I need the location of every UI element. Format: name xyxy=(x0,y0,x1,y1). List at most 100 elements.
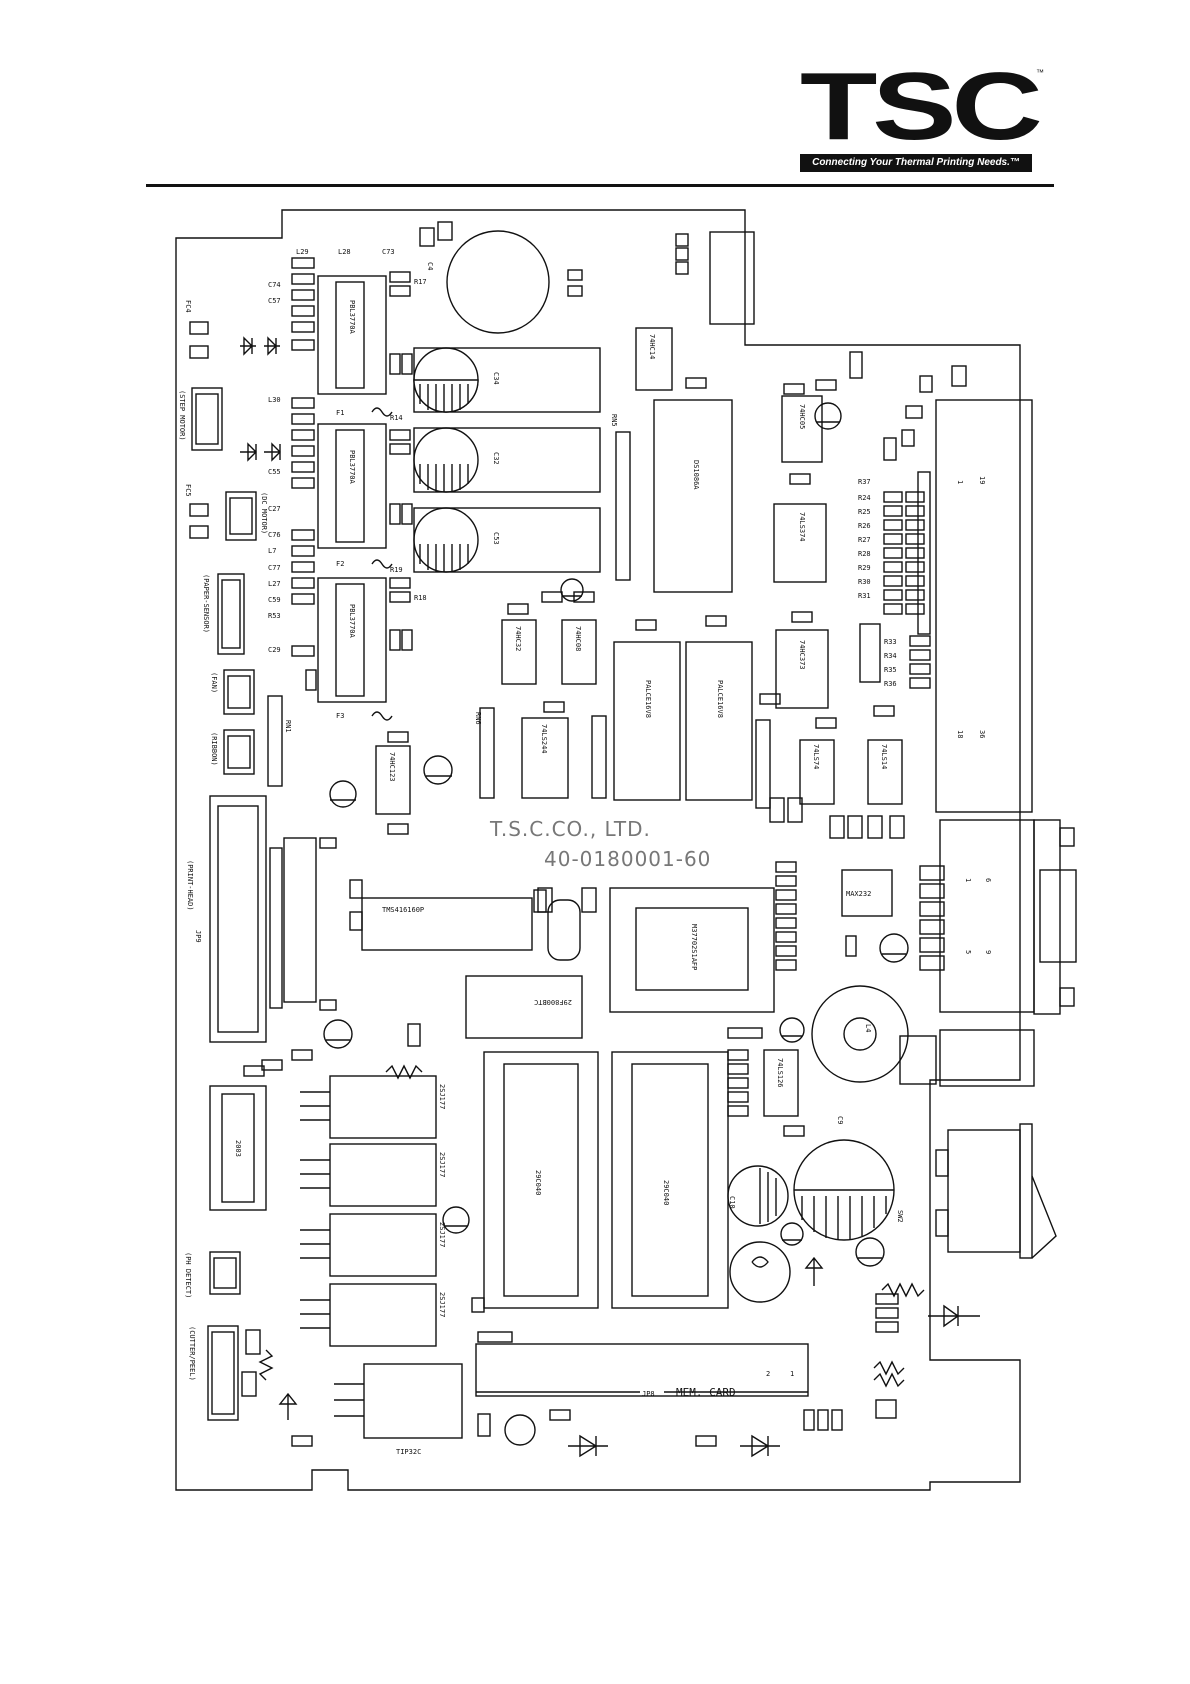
ic-u3 xyxy=(773,503,827,583)
component-label: 74HC32 xyxy=(514,626,522,651)
component-label: 74LS126 xyxy=(776,1058,784,1088)
component-label: 1 xyxy=(790,1370,794,1378)
ic-u16 xyxy=(483,1051,599,1309)
ic-u22 xyxy=(317,423,387,549)
component-label: (RIBBON) xyxy=(210,732,218,766)
component-label: TMS416160P xyxy=(382,906,424,914)
component-label: JP8 xyxy=(642,1390,655,1398)
ic-u2 xyxy=(775,629,829,709)
component-label: (PRINT-HEAD) xyxy=(186,860,194,911)
component-label: C77 xyxy=(268,564,281,572)
component-label: RN1 xyxy=(284,720,292,733)
board-outline xyxy=(175,209,1021,1491)
header-rule xyxy=(146,184,1054,187)
component-label: SW2 xyxy=(896,1210,904,1223)
component-label: 18 xyxy=(956,730,964,738)
component-label: R36 xyxy=(884,680,897,688)
conn-jp9: JP9 (PRINT-HEAD) xyxy=(186,795,337,1043)
component-label: L27 xyxy=(268,580,281,588)
component-label: L7 xyxy=(268,547,276,555)
component-label: C57 xyxy=(268,297,281,305)
component-label: C73 xyxy=(382,248,395,256)
logo-trademark: ™ xyxy=(1036,68,1044,77)
component-label: 74HC123 xyxy=(388,752,396,782)
component-label: F2 xyxy=(336,560,344,568)
power-section: L4 C9 C10 xyxy=(727,985,909,1303)
component-label: R30 xyxy=(858,578,871,586)
component-label: (FAN) xyxy=(210,672,218,693)
connectors-bottom-left: (PH DETECT) (CUTTER/PEEL) xyxy=(184,1251,298,1421)
component-label: 36 xyxy=(978,730,986,738)
tsc-logo: TSC ™ Connecting Your Thermal Printing N… xyxy=(800,59,1045,174)
ic-u13 xyxy=(781,395,823,463)
component-label: 74HC14 xyxy=(648,334,656,359)
component-label: C10 xyxy=(728,1196,736,1209)
component-label: L30 xyxy=(268,396,281,404)
conn-jp8: JP8 1 2 xyxy=(475,1343,809,1398)
component-label: (PAPER-SENSOR) xyxy=(202,574,210,633)
component-label: PALCE16V8 xyxy=(644,680,652,718)
component-label: 74HC05 xyxy=(798,404,806,429)
conn-jp12: 19 36 18 1 xyxy=(935,399,1033,813)
component-label: 2 xyxy=(766,1370,770,1378)
component-label: C53 xyxy=(492,532,500,545)
component-label: FC4 xyxy=(184,300,192,313)
power-transistors: 2SJ177 2SJ177 2SJ177 2SJ177 TIP32C xyxy=(300,1075,463,1456)
switch-sw1: SW2 xyxy=(896,1123,1057,1259)
component-label: R33 xyxy=(884,638,897,646)
component-label: C32 xyxy=(492,452,500,465)
ic-u6 xyxy=(613,641,681,801)
serial-connector: MAX232 6 9 1 5 xyxy=(841,819,1077,1087)
ic-u25 xyxy=(611,1051,729,1309)
component-label: FC5 xyxy=(184,484,192,497)
component-label: 2SJ177 xyxy=(438,1222,446,1247)
u22-part: PBL3770A xyxy=(348,450,356,485)
component-label: DS1086A xyxy=(692,460,700,490)
component-label: C34 xyxy=(492,372,500,385)
component-label: C29 xyxy=(268,646,281,654)
ic-u19 xyxy=(799,739,835,805)
component-label: 2SJ177 xyxy=(438,1084,446,1109)
component-label: M37702S1AFP xyxy=(690,924,698,970)
ic-u20: 2003 xyxy=(209,1085,267,1211)
component-label: 74HC08 xyxy=(574,626,582,651)
component-label: R26 xyxy=(858,522,871,530)
ic-u1 xyxy=(609,887,775,1013)
q6 xyxy=(363,1363,463,1439)
component-label: 74LS74 xyxy=(812,744,820,769)
connectors-left: (STEP MOTOR) (DC MOTOR) (PAPER-SENSOR) (… xyxy=(178,387,292,787)
component-label: 29C040 xyxy=(534,1170,542,1195)
silk-part-number: 40-0180001-60 xyxy=(544,847,711,871)
component-label: C9 xyxy=(836,1116,844,1124)
component-label: 6 xyxy=(984,878,992,882)
component-label: PALCE16V8 xyxy=(716,680,724,718)
cpu-area: M37702S1AFP TMS416160P 29F800BTC xyxy=(361,887,775,1039)
ic-u14 xyxy=(653,399,733,593)
q5 xyxy=(329,1283,437,1347)
q3 xyxy=(329,1143,437,1207)
component-label: F1 xyxy=(336,409,344,417)
component-label: (PH DETECT) xyxy=(184,1252,192,1298)
component-label: 74LS244 xyxy=(540,724,548,754)
resistor-networks: RN5 RN6 xyxy=(474,414,771,809)
component-label: 29C040 xyxy=(662,1180,670,1205)
conn-jp4 xyxy=(223,729,255,775)
component-label: R34 xyxy=(884,652,897,660)
component-label: 74HC373 xyxy=(798,640,806,670)
component-label: F3 xyxy=(336,712,344,720)
component-label: (STEP MOTOR) xyxy=(178,390,186,441)
component-label: C59 xyxy=(268,596,281,604)
ic-u5 xyxy=(521,717,569,799)
component-label: JP9 xyxy=(194,930,202,943)
component-label: C55 xyxy=(268,468,281,476)
component-label: MAX232 xyxy=(846,890,871,898)
u21-part: PBL3770A xyxy=(348,300,356,335)
conn-jp5 xyxy=(217,573,245,655)
component-label: C27 xyxy=(268,505,281,513)
component-label: 19 xyxy=(978,476,986,484)
component-label: R18 xyxy=(414,594,427,602)
component-label: RN5 xyxy=(610,414,618,427)
component-label: (DC MOTOR) xyxy=(260,492,268,534)
